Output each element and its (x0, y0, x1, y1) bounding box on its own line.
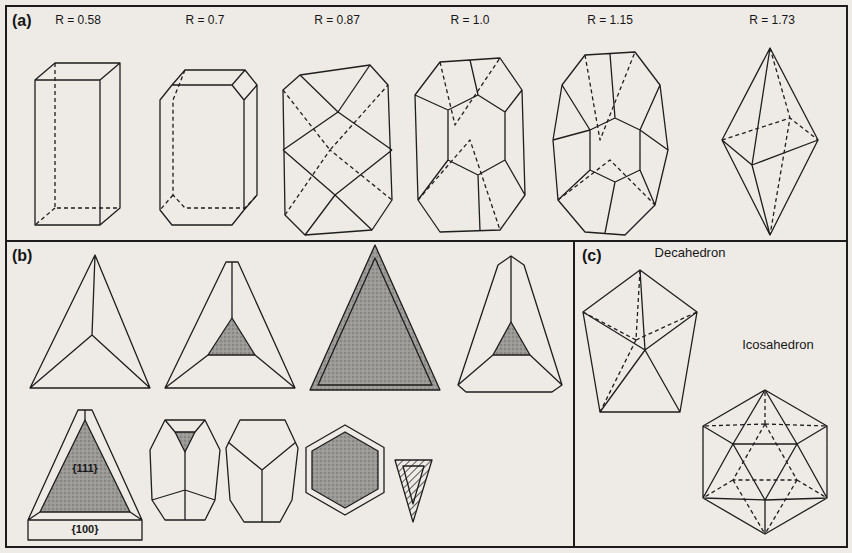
truncated-tetrahedron-shape (165, 262, 295, 388)
ratio-label: R = 1.73 (749, 14, 795, 28)
ratio-label: R = 1.0 (450, 14, 489, 28)
truncated-cube-shape (160, 70, 257, 225)
facet-label: {111} (72, 462, 98, 475)
truncated-octahedral-shape (415, 58, 525, 232)
panel-c: (c) DecahedronIcosahedron (573, 240, 848, 548)
small-triangle-shape (395, 460, 432, 522)
ratio-label: R = 0.87 (314, 14, 360, 28)
truncated-triangle-shape (458, 256, 562, 392)
panel-b: (b) {111} {100} (5, 240, 575, 548)
ratio-label: R = 0.58 (55, 14, 101, 28)
hexagonal-plate-shape (306, 425, 384, 515)
shape-name: Decahedron (655, 246, 726, 261)
facet-label: {100} (72, 523, 99, 536)
triangular-plate-shape (310, 245, 440, 390)
rounded-polyhedral-shape (553, 52, 668, 235)
panel-a: (a) R = 0.58 R = 0.7 R = 0.87 R = 1.0 R = 1.1… (5, 5, 848, 242)
panel-letter: (c) (582, 247, 602, 265)
cuboctahedral-shape (283, 65, 392, 235)
tetrahedron-shape (30, 255, 150, 388)
ratio-label: R = 0.7 (185, 14, 224, 28)
cuboctahedral-particle-shape (150, 420, 220, 520)
icosahedron-shape (703, 390, 827, 534)
panel-letter: (b) (12, 247, 32, 265)
octahedron-shape (722, 48, 818, 235)
ratio-label: R = 1.15 (587, 14, 633, 28)
polyhedral-particle-shape (226, 420, 298, 522)
cube-shape (35, 63, 120, 225)
truncated-plate-shape (28, 410, 142, 540)
panel-letter: (a) (12, 12, 32, 30)
decahedron-shape (583, 270, 697, 412)
shape-name: Icosahedron (742, 338, 814, 353)
